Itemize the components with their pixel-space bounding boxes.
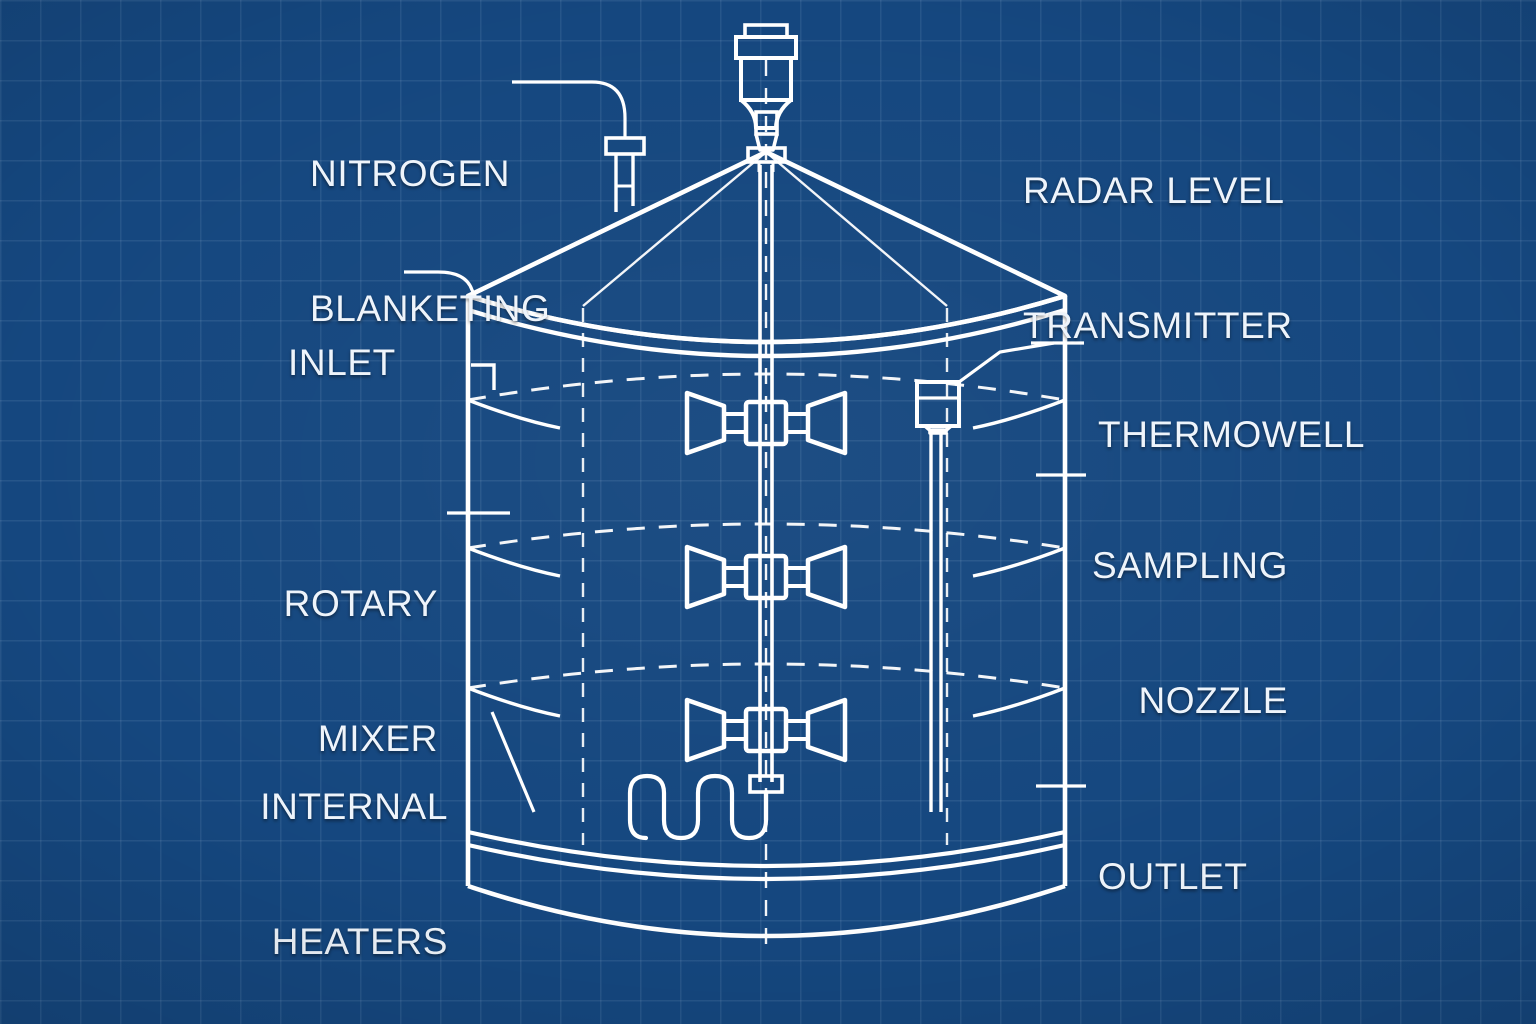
radar-level-transmitter[interactable]	[734, 23, 798, 172]
leader-internal-heaters	[490, 711, 536, 813]
label-internal-heaters-line1: INTERNAL	[260, 786, 448, 827]
label-rotary-mixer: ROTARY MIXER	[188, 491, 438, 851]
leader-inlet	[404, 270, 479, 301]
label-radar-level-transmitter-line1: RADAR LEVEL	[1023, 170, 1285, 211]
shell-ring-3	[467, 662, 1066, 718]
label-nitrogen-blanketing: NITROGEN BLANKETING	[310, 61, 550, 421]
internal-heater-coil[interactable]	[627, 773, 769, 841]
label-rotary-mixer-line2: MIXER	[317, 718, 438, 759]
nitrogen-blanketing-nozzle[interactable]	[604, 136, 646, 212]
label-outlet: OUTLET	[1098, 764, 1248, 989]
mixer-impeller-bottom[interactable]	[687, 700, 845, 760]
label-sampling-nozzle-line1: SAMPLING	[1091, 545, 1288, 586]
leader-nitrogen-blanketing	[512, 80, 627, 138]
tank-rim-band	[467, 293, 1066, 359]
label-internal-heaters-line2: HEATERS	[271, 921, 448, 962]
label-inlet-line1: INLET	[288, 342, 396, 383]
shell-ring-1	[467, 372, 1066, 430]
label-nitrogen-blanketing-line2: BLANKETING	[310, 288, 551, 329]
shell-ring-4	[467, 829, 1066, 882]
label-radar-level-transmitter: RADAR LEVEL TRANSMITTER	[1023, 78, 1293, 438]
leader-thermowell-line	[954, 341, 1055, 387]
mixer-impeller-top[interactable]	[687, 393, 845, 453]
shell-ring-2	[467, 522, 1066, 578]
dome-seam-right	[765, 151, 948, 307]
label-thermowell: THERMOWELL	[1098, 322, 1365, 547]
dome-seam-left	[582, 151, 767, 307]
label-radar-level-transmitter-line2: TRANSMITTER	[1023, 305, 1293, 346]
label-thermowell-line1: THERMOWELL	[1098, 414, 1366, 455]
label-outlet-line1: OUTLET	[1098, 856, 1248, 897]
tank-shell	[465, 296, 1068, 939]
label-inlet: INLET	[288, 250, 396, 475]
inlet-bracket	[471, 363, 496, 390]
shell-bottom-arc	[467, 883, 1066, 939]
label-sampling-nozzle-line2: NOZZLE	[1138, 680, 1288, 721]
thermowell[interactable]	[915, 380, 961, 812]
rotary-mixer[interactable]	[687, 165, 845, 794]
label-internal-heaters: INTERNAL HEATERS	[168, 694, 448, 1024]
leader-lines	[404, 80, 1086, 813]
label-nitrogen-blanketing-line1: NITROGEN	[310, 153, 511, 194]
label-sampling-nozzle: SAMPLING NOZZLE	[868, 453, 1288, 813]
label-rotary-mixer-line1: ROTARY	[283, 583, 438, 624]
